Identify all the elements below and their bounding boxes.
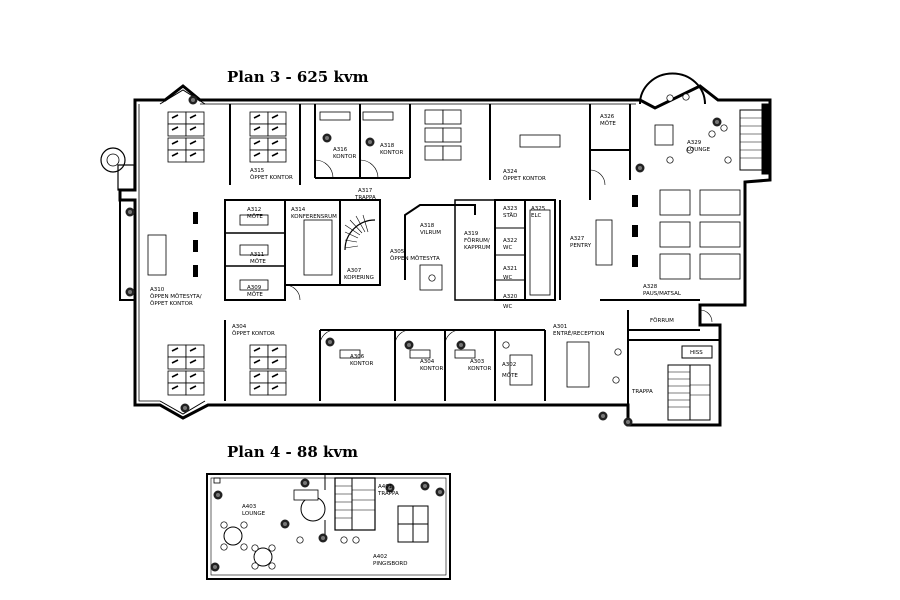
room-a325-name: ELC (531, 213, 542, 219)
room-a301-name: ENTRÉ/RECEPTION (553, 329, 604, 337)
room-a324-name: ÖPPET KONTOR (503, 175, 546, 182)
room-a328-name: PAUS/MATSAL (643, 291, 682, 297)
room-a323-number: A323 (503, 206, 518, 212)
room-a311-name: MÖTE (250, 258, 266, 265)
room-trappa-name: TRAPPA (631, 389, 653, 395)
room-hiss-name: HISS (690, 350, 703, 356)
room-a323-name: STÄD (503, 212, 517, 219)
room-a314-number: A314 (291, 207, 306, 213)
room-a319-number: A319 (464, 231, 479, 237)
room-a321-name: WC (503, 275, 512, 281)
room-a328-number: A328 (643, 284, 658, 290)
room-a325-number: A325 (531, 206, 546, 212)
room-a306-name: KONTOR (350, 361, 373, 367)
room-a312-name: MÖTE (247, 213, 263, 220)
room-a305-number: A305 (390, 249, 405, 255)
room-a303-number: A303 (470, 359, 485, 365)
room-a321-number: A321 (503, 266, 517, 272)
room-a322-name: WC (503, 245, 512, 251)
room-a302-name: MÖTE (502, 372, 518, 379)
room-a314-name: KONFERENSRUM (291, 214, 337, 220)
plan-4-furniture (210, 478, 445, 572)
room-a327-number: A327 (570, 236, 585, 242)
room-a316-number: A316 (333, 147, 348, 153)
room-a312-number: A312 (247, 207, 261, 213)
room-a319-name-2: KAPPRUM (464, 245, 491, 251)
room-a326-number: A326 (600, 114, 615, 120)
room-a319-name: FÖRRUM/ (464, 237, 490, 244)
plan-4-room-labels: A403 LOUNGE A401 TRAPPA A402 PINGISBORD (242, 484, 408, 567)
room-a318-name: KONTOR (380, 150, 403, 156)
room-a309-name: MÖTE (247, 291, 263, 298)
room-a329-number: A329 (687, 140, 702, 146)
plan-4-title: Plan 4 - 88 kvm (227, 443, 359, 461)
room-a316-name: KONTOR (333, 154, 356, 160)
room-a401-name: TRAPPA (377, 491, 399, 497)
room-a302-number: A302 (502, 362, 516, 368)
plan-3-room-labels: A315 ÖPPET KONTOR A316 KONTOR A318 KONTO… (150, 114, 711, 395)
room-a324-number: A324 (503, 169, 518, 175)
plan-3-title: Plan 3 - 625 kvm (227, 68, 369, 86)
room-a305-name: ÖPPEN MÖTESYTA (390, 255, 440, 262)
room-a303-name: KONTOR (468, 366, 491, 372)
room-a306-number: A306 (350, 354, 365, 360)
plan-4-outer-wall (206, 473, 451, 580)
room-a320-name: WC (503, 304, 512, 310)
room-a304-number: A304 (232, 324, 247, 330)
room-a310-name-2: ÖPPET KONTOR (150, 300, 193, 307)
plan-3-furniture (125, 93, 741, 427)
plan-3-outer-wall (118, 84, 772, 427)
room-a318b-number: A318 (420, 223, 435, 229)
room-a301-number: A301 (553, 324, 567, 330)
room-a310-name: ÖPPEN MÖTESYTA/ (150, 293, 202, 300)
room-a403-number: A403 (242, 504, 257, 510)
room-a402-name: PINGISBORD (373, 561, 408, 567)
room-a327-name: PENTRY (570, 243, 592, 249)
room-a318-number: A318 (380, 143, 395, 149)
room-a317-name: TRAPPA (354, 195, 376, 201)
plan-3-drawing (100, 72, 772, 427)
room-a320-number: A320 (503, 294, 518, 300)
room-a311-number: A311 (250, 252, 264, 258)
room-a310-number: A310 (150, 287, 165, 293)
room-a402-number: A402 (373, 554, 387, 560)
room-a315-name: ÖPPET KONTOR (250, 174, 293, 181)
room-a329-name: LOUNGE (687, 147, 711, 153)
room-a307-name: KOPIERING (344, 275, 374, 281)
room-a317-number: A317 (358, 188, 373, 194)
room-a322-number: A322 (503, 238, 517, 244)
room-a309-number: A309 (247, 285, 262, 291)
room-a326-name: MÖTE (600, 120, 616, 127)
room-a304-name: ÖPPET KONTOR (232, 330, 275, 337)
room-a318b-name: VILRUM (420, 230, 441, 236)
room-a315-number: A315 (250, 168, 265, 174)
room-forrum-name: FÖRRUM (650, 317, 674, 324)
room-a307-number: A307 (347, 268, 362, 274)
room-a304b-number: A304 (420, 359, 435, 365)
room-a401-number: A401 (378, 484, 392, 490)
room-a304b-name: KONTOR (420, 366, 443, 372)
room-a403-name: LOUNGE (242, 511, 266, 517)
